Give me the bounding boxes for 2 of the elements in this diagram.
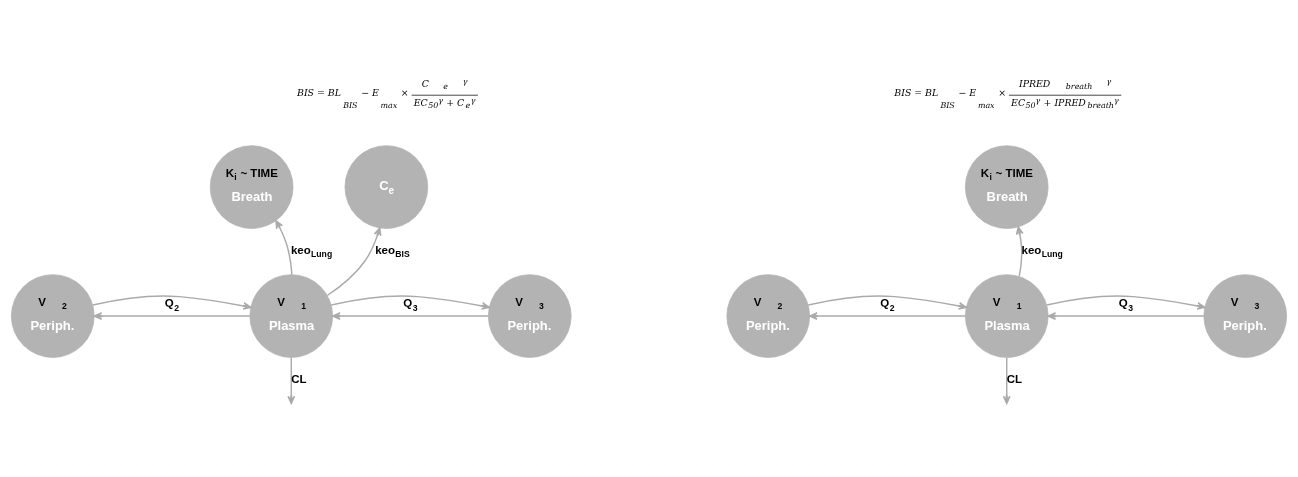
edge-label: CL (291, 372, 307, 385)
edge-label: CL (1006, 372, 1023, 385)
